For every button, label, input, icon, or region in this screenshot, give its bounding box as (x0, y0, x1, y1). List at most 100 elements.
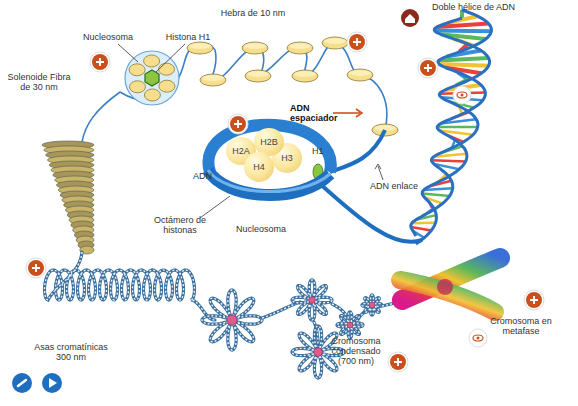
ui-buttons (12, 9, 544, 393)
part-label: Nucleosoma (78, 32, 138, 42)
illustration-part (437, 126, 478, 129)
illustration-part (416, 10, 492, 244)
illustration-part (390, 354, 406, 370)
illustration-part (234, 120, 242, 128)
illustration-part (130, 81, 146, 93)
illustration-part (347, 322, 353, 328)
histone-blob: H4 (244, 152, 274, 182)
illustration-part (242, 42, 268, 54)
illustration-part (32, 264, 40, 272)
leader-line (118, 44, 138, 62)
illustration-part (353, 38, 361, 46)
illustration-part (439, 58, 489, 60)
illustration-part (287, 42, 313, 54)
illustration-part (202, 290, 262, 350)
illustration-part (202, 290, 262, 350)
illustration-part (461, 94, 464, 97)
illustration-part (245, 70, 271, 82)
illustration-part (526, 292, 542, 308)
part-label: Histona H1 (158, 32, 218, 42)
histone-h1 (145, 70, 159, 86)
illustration-part (45, 252, 216, 320)
illustration-part (431, 160, 465, 161)
illustration-part (362, 295, 382, 315)
part-label: ADN espaciador (290, 103, 350, 123)
illustration-part (28, 260, 44, 276)
part-label: Asas cromatínicas 300 nm (28, 342, 114, 362)
illustration-part (292, 280, 332, 320)
illustration-part (230, 116, 246, 132)
histone-name: H1 (312, 146, 328, 156)
illustration-part (388, 352, 408, 372)
part-label: ADN (193, 171, 217, 181)
dna-thread (82, 92, 120, 142)
illustration-part (159, 63, 175, 75)
metaphase-chromosome (400, 258, 500, 312)
part-label: ADN enlace (370, 181, 430, 191)
title-label: Doble hélice de ADN (432, 2, 522, 12)
illustration-part (49, 378, 57, 388)
histone-name: H4 (253, 162, 265, 172)
illustration-part (189, 43, 211, 49)
illustration-part (144, 89, 160, 101)
illustration-part (200, 74, 226, 86)
illustration-part (347, 69, 373, 81)
pointer-arrow (356, 109, 362, 117)
chromatin-fiber (45, 252, 404, 378)
illustration-part (12, 373, 32, 393)
histone-name: H2A (232, 146, 250, 156)
illustration-part (18, 380, 26, 386)
illustration-part (437, 279, 453, 295)
illustration-part (457, 92, 467, 98)
illustration-part (129, 64, 145, 76)
histone-name: H2B (260, 137, 278, 147)
part-label: Cromosoma condensado (700 nm) (328, 336, 384, 366)
illustration-part (418, 58, 438, 78)
illustration-part (349, 70, 371, 76)
illustration-part (227, 315, 237, 325)
illustration-part (369, 302, 375, 308)
illustration-part (314, 348, 323, 357)
illustration-part (400, 280, 495, 312)
illustration-part (420, 60, 436, 76)
illustration-part (411, 18, 490, 236)
solenoid-coil (42, 141, 94, 254)
illustration-part (159, 80, 175, 92)
illustration-part (92, 54, 108, 70)
illustration-part (187, 42, 213, 54)
dna-helix (411, 10, 492, 244)
dna-wrap (208, 170, 330, 195)
illustration-part (262, 302, 300, 318)
illustration-part (469, 329, 487, 347)
illustration-part (324, 38, 346, 44)
illustration-part (477, 337, 480, 340)
illustration-part (322, 37, 348, 49)
illustration-part (530, 296, 538, 304)
illustration-part (309, 297, 316, 304)
illustration-part (362, 295, 382, 315)
illustration-part (90, 52, 110, 72)
illustration-part (45, 252, 216, 320)
illustration-part (289, 43, 311, 49)
solenoid-nucleosomes (129, 55, 175, 101)
dna-linker (330, 130, 385, 172)
illustration-part (202, 75, 224, 81)
illustration-part (294, 71, 316, 77)
scale-label: Hebra de 10 nm (218, 8, 288, 18)
illustration-part (42, 373, 62, 393)
illustration-part (524, 290, 544, 310)
part-label: Nucleosoma (236, 224, 296, 234)
illustration-part (262, 302, 300, 318)
part-label: Solenoide Fibra de 30 nm (6, 72, 72, 92)
leader-line (200, 196, 230, 218)
leader-line (156, 44, 185, 72)
part-label: Cromosoma en metafase (490, 316, 552, 336)
part-label: Octámero de histonas (150, 215, 210, 235)
illustration-part (349, 34, 365, 50)
illustration-part (244, 43, 266, 49)
illustration-part (292, 280, 332, 320)
illustration-part (424, 64, 432, 72)
illustration-part (394, 358, 402, 366)
illustration-part (26, 258, 46, 278)
